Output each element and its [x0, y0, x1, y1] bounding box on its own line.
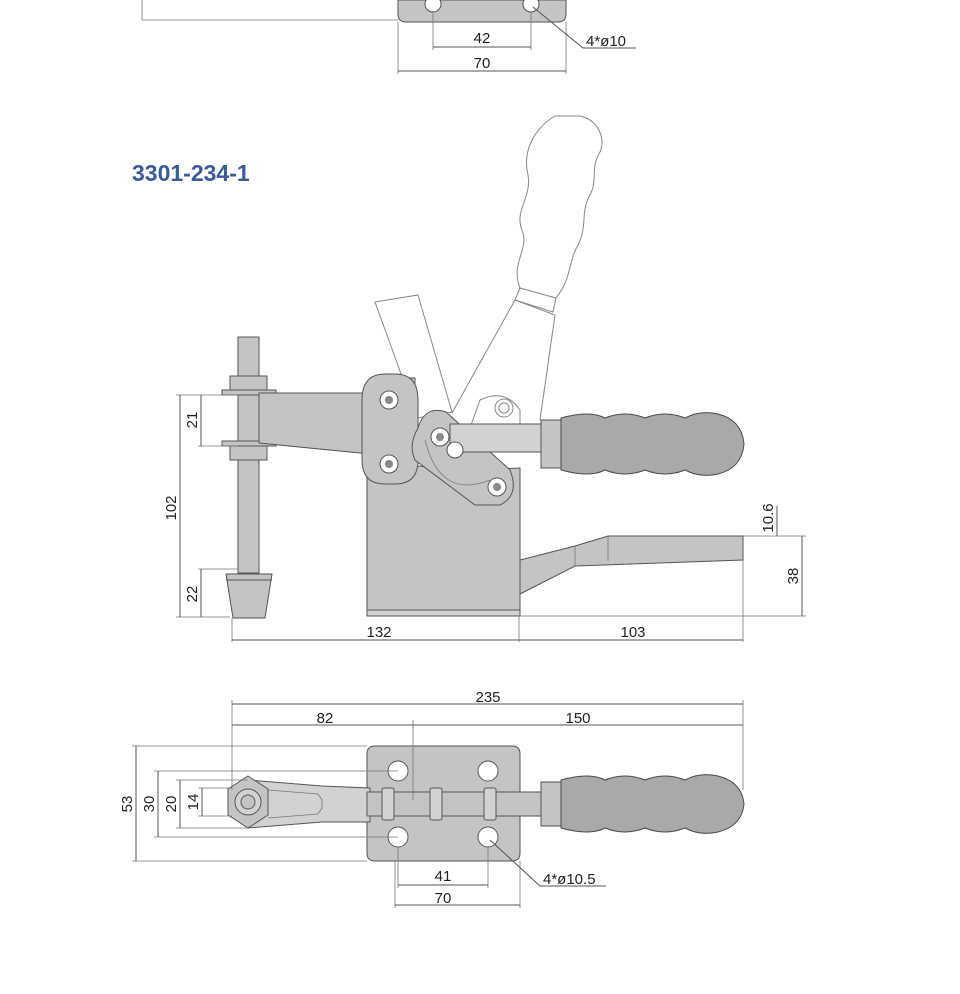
spindle-tip — [225, 573, 273, 619]
dim-holes-plan: 4*ø10.5 — [543, 871, 596, 888]
model-code: 3301-234-1 — [132, 160, 250, 186]
pivot-pin-center — [493, 483, 501, 491]
handle-collar — [540, 419, 564, 469]
handle-grip — [560, 412, 745, 476]
plan-handle-grip — [560, 774, 745, 834]
top-fragment: 42 70 4*ø10 — [141, 0, 636, 74]
upper-nut — [229, 375, 268, 391]
dim-left-length: 82 — [317, 710, 334, 727]
mount-hole — [424, 0, 442, 13]
dim-thickness: 10.6 — [760, 503, 777, 532]
dim-hole-spacing-plan: 41 — [435, 868, 452, 885]
mount-hole — [477, 760, 499, 782]
side-view: 21 102 22 132 103 10.6 38 — [163, 115, 806, 642]
dim-14: 14 — [185, 794, 202, 811]
dim-holes: 4*ø10 — [586, 33, 626, 50]
dim-lower: 22 — [184, 586, 201, 603]
pivot-pin-center — [385, 396, 393, 404]
dim-right-length: 150 — [565, 710, 590, 727]
bent-bar — [519, 535, 744, 595]
dim-handle-height: 38 — [785, 568, 802, 585]
dim-base-width-plan: 70 — [435, 890, 452, 907]
mid-nut — [229, 445, 268, 461]
plan-view: 235 82 150 53 30 20 14 41 70 4*ø10.5 — [119, 689, 745, 908]
plan-pin — [381, 787, 395, 821]
dim-hole-spacing: 42 — [474, 30, 491, 47]
pivot-pin-center — [436, 433, 444, 441]
dim-base-width: 70 — [474, 55, 491, 72]
dim-upper: 21 — [184, 412, 201, 429]
plan-pin — [483, 787, 497, 821]
lever-bar — [449, 423, 546, 453]
base-plate-fragment — [397, 0, 567, 23]
ghost-handle-open — [374, 115, 603, 429]
dim-53: 53 — [119, 796, 136, 813]
dim-right-width: 103 — [620, 624, 645, 641]
plan-center-bar — [366, 791, 546, 817]
pivot-pin-center — [385, 460, 393, 468]
pivot-pin — [446, 441, 464, 459]
dim-height: 102 — [163, 495, 180, 520]
dim-20: 20 — [163, 796, 180, 813]
dim-left-width: 132 — [366, 624, 391, 641]
plan-pin — [429, 787, 443, 821]
dim-total-length: 235 — [475, 689, 500, 706]
base-foot — [366, 609, 521, 617]
plan-handle-collar — [540, 781, 564, 827]
dim-30: 30 — [141, 796, 158, 813]
